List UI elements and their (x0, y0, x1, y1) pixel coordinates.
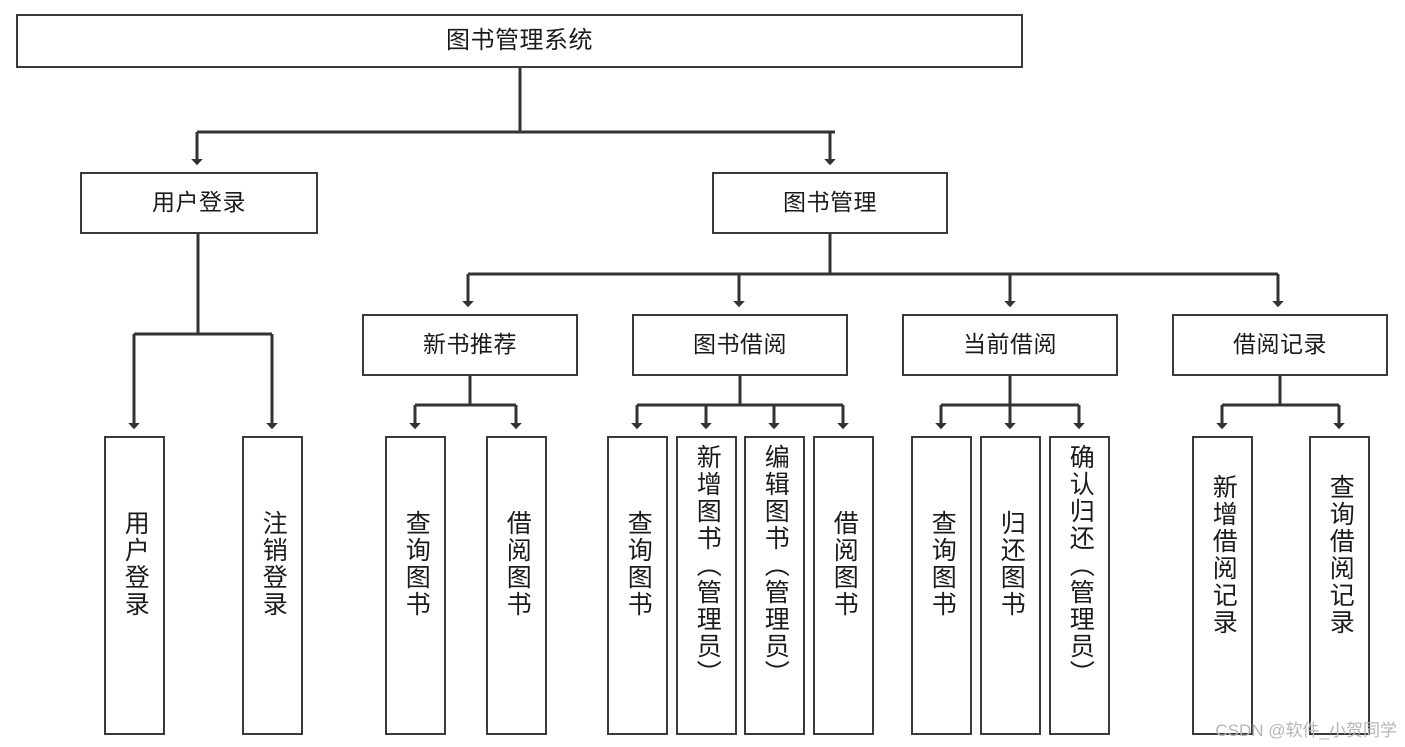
node-root-system[interactable]: 图书管理系统 (16, 14, 1023, 68)
node-label: 当前借阅 (963, 331, 1057, 358)
node-label: 图书管理 (783, 189, 877, 216)
node-leaf-confirm-return[interactable]: 确认归还（管理员） (1049, 436, 1110, 735)
node-new-book-recommend[interactable]: 新书推荐 (362, 314, 578, 376)
node-leaf-edit-book[interactable]: 编辑图书（管理员） (744, 436, 805, 735)
node-label: 确认归还（管理员） (1066, 444, 1095, 687)
node-leaf-user-login[interactable]: 用户登录 (104, 436, 165, 735)
node-label: 新增图书（管理员） (693, 444, 722, 687)
node-label: 编辑图书（管理员） (761, 444, 790, 687)
node-label: 查询图书 (624, 510, 653, 618)
node-leaf-query-book-3[interactable]: 查询图书 (911, 436, 972, 735)
node-leaf-borrow-book-2[interactable]: 借阅图书 (813, 436, 874, 735)
node-label: 查询图书 (928, 510, 957, 618)
node-label: 借阅图书 (503, 510, 532, 618)
node-label: 借阅记录 (1233, 331, 1327, 358)
node-label: 图书管理系统 (446, 26, 593, 54)
node-leaf-borrow-book-1[interactable]: 借阅图书 (486, 436, 547, 735)
node-label: 查询借阅记录 (1326, 474, 1355, 636)
node-label: 用户登录 (152, 189, 246, 216)
node-leaf-query-book-1[interactable]: 查询图书 (385, 436, 446, 735)
watermark: CSDN @软件_小贺同学 (1215, 721, 1397, 740)
node-label: 查询图书 (402, 510, 431, 618)
node-label: 归还图书 (997, 510, 1026, 618)
node-label: 注销登录 (259, 510, 288, 618)
node-label: 新增借阅记录 (1209, 474, 1238, 636)
node-user-login[interactable]: 用户登录 (80, 172, 318, 234)
node-label: 图书借阅 (693, 331, 787, 358)
node-borrow-record[interactable]: 借阅记录 (1172, 314, 1388, 376)
node-book-borrow[interactable]: 图书借阅 (632, 314, 848, 376)
node-leaf-add-record[interactable]: 新增借阅记录 (1192, 436, 1253, 735)
node-leaf-user-logout[interactable]: 注销登录 (242, 436, 303, 735)
node-label: 用户登录 (121, 510, 150, 618)
node-leaf-query-book-2[interactable]: 查询图书 (607, 436, 668, 735)
node-leaf-return-book[interactable]: 归还图书 (980, 436, 1041, 735)
node-leaf-add-book[interactable]: 新增图书（管理员） (676, 436, 737, 735)
node-label: 新书推荐 (423, 331, 517, 358)
node-label: 借阅图书 (830, 510, 859, 618)
node-leaf-query-record[interactable]: 查询借阅记录 (1309, 436, 1370, 735)
node-current-borrow[interactable]: 当前借阅 (902, 314, 1118, 376)
node-book-management[interactable]: 图书管理 (712, 172, 948, 234)
